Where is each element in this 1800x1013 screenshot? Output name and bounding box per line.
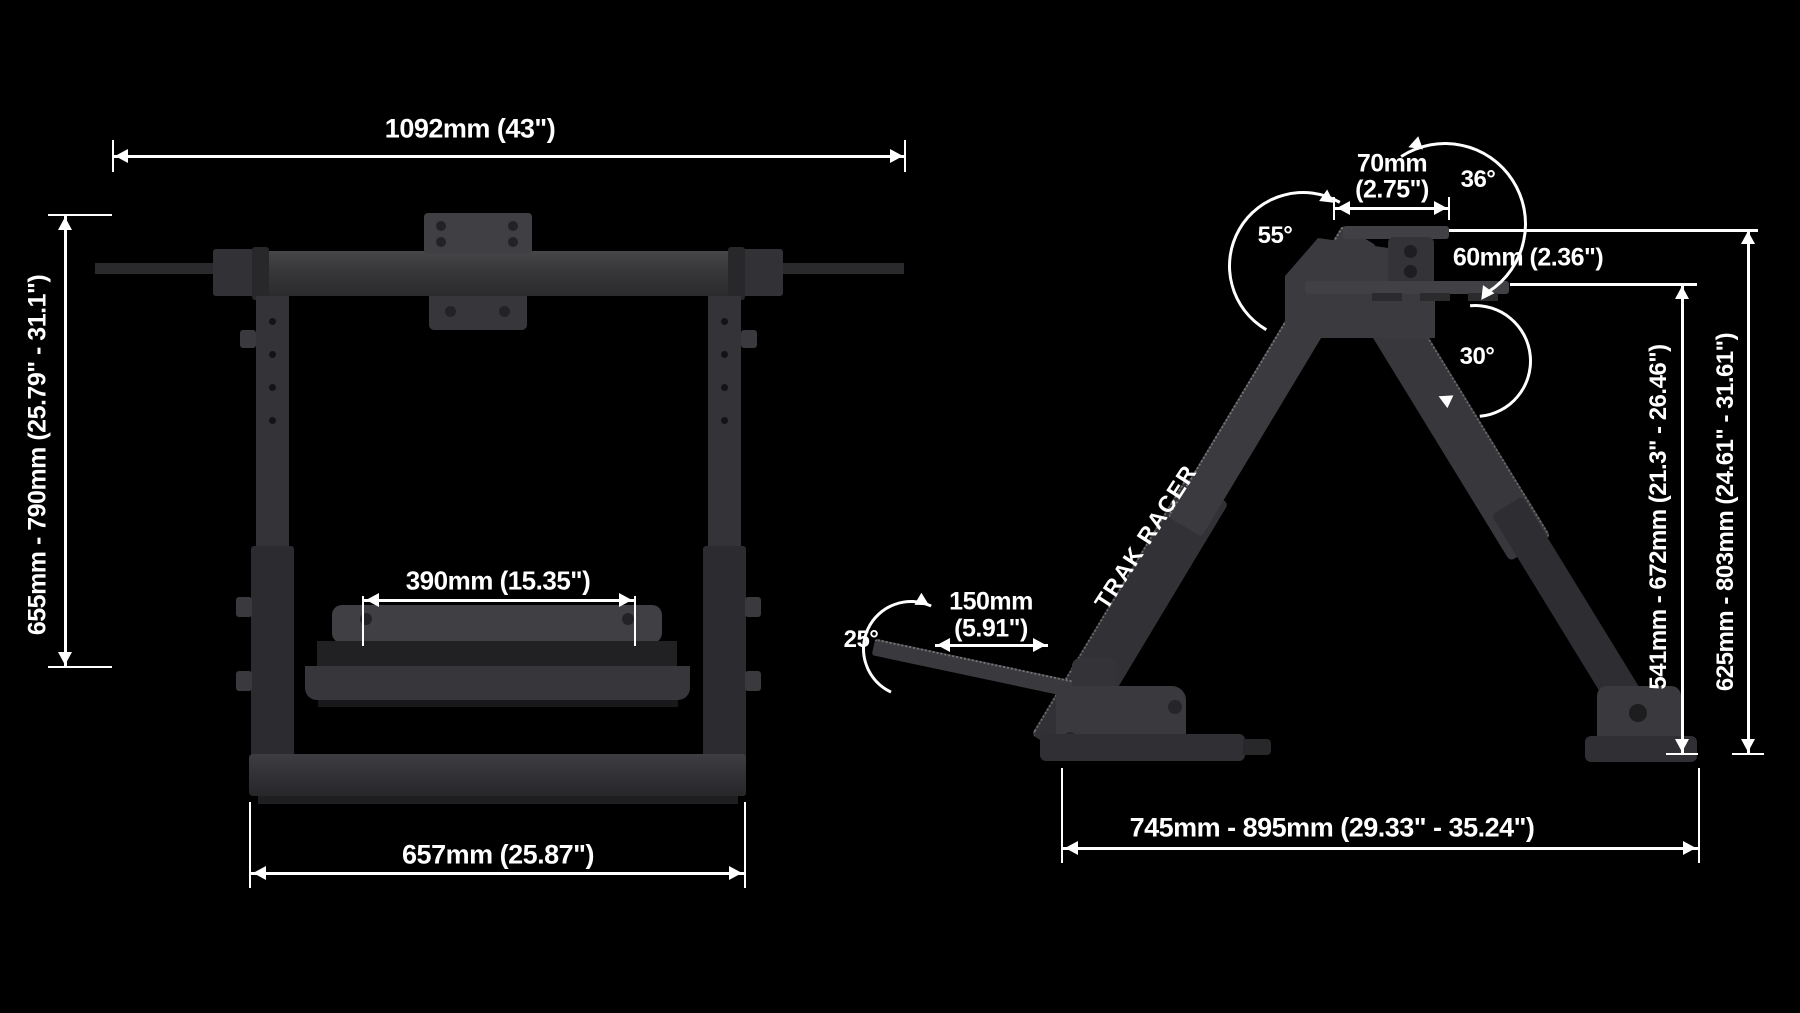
dim-arrowhead <box>58 652 72 665</box>
side-wheel-tilt-label: 36° <box>1460 166 1496 193</box>
front-base-witness-left <box>249 802 251 888</box>
side-top-depth-label-line1: 70mm <box>1356 149 1428 178</box>
front-height-dim-line <box>64 215 67 667</box>
front-knob-left-mid <box>236 597 252 617</box>
front-beam-cap-left <box>252 247 269 300</box>
dim-arrowhead <box>1434 201 1447 215</box>
side-deck-tab-2 <box>1420 293 1450 301</box>
front-bottom-beam-lip <box>258 796 738 804</box>
side-deck-height-tick-bottom <box>1666 753 1698 755</box>
front-height-label: 655mm - 790mm (25.79" - 31.1") <box>23 274 52 636</box>
side-top-plate <box>1343 226 1449 239</box>
side-deck-tab-3 <box>1468 293 1498 301</box>
front-width-dim-tick-left <box>112 140 114 172</box>
front-base-dim-line <box>250 872 745 875</box>
dim-arrowhead <box>1065 841 1078 855</box>
side-total-height-dim-line <box>1747 229 1750 754</box>
dim-arrowhead <box>1741 739 1755 752</box>
side-top-depth-tick-right <box>1448 197 1450 220</box>
front-beam-cap-right <box>728 247 745 300</box>
front-deck-mid <box>317 641 677 668</box>
side-top-depth-tick-left <box>1333 197 1335 220</box>
side-bracket-angle-label: 55° <box>1257 222 1293 249</box>
side-top-witness-line <box>1449 229 1758 232</box>
front-base-witness-right <box>744 802 746 888</box>
front-deck-dim-bar-right <box>634 596 636 646</box>
side-front-foot-extension <box>1243 739 1271 755</box>
side-base-dim-line <box>1062 847 1700 850</box>
side-top-riser <box>1388 237 1434 286</box>
front-knob-left-top <box>240 330 256 348</box>
front-width-dim-tick-right <box>904 140 906 172</box>
dim-arrowhead <box>366 593 379 607</box>
side-base-witness-left <box>1061 768 1063 863</box>
front-deck-dim-bar-left <box>362 596 364 646</box>
front-knob-right-top <box>741 330 757 348</box>
side-base-witness-right <box>1698 768 1700 863</box>
front-deck-base <box>305 666 690 700</box>
dim-arrowhead <box>1337 201 1350 215</box>
front-deck-top-plate <box>332 605 662 643</box>
side-deck-drop-label: 60mm (2.36") <box>1452 243 1604 272</box>
front-knob-right-mid <box>745 597 761 617</box>
front-width-dim-line <box>113 155 905 158</box>
dim-arrowhead <box>1741 231 1755 244</box>
dim-arrowhead <box>619 593 632 607</box>
front-width-label: 1092mm (43") <box>384 113 556 144</box>
side-deck-height-dim-line <box>1681 284 1684 754</box>
dim-arrowhead <box>1683 841 1696 855</box>
dim-arrowhead <box>729 866 742 880</box>
front-base-label: 657mm (25.87") <box>402 839 594 870</box>
dim-arrowhead <box>115 149 128 163</box>
front-leg-right-upper <box>708 296 741 558</box>
front-under-beam-plate <box>429 296 527 330</box>
dim-arrowhead <box>58 217 72 230</box>
front-wing-right <box>742 263 904 274</box>
side-total-height-label: 625mm - 803mm (24.61" - 31.61") <box>1712 332 1739 692</box>
side-pedal-ext-dim-line <box>935 644 1048 647</box>
side-deck-tab-1 <box>1372 293 1402 301</box>
front-wheel-mount-plate <box>424 213 532 254</box>
side-total-height-tick-bottom <box>1732 753 1764 755</box>
front-deck-shadow <box>318 700 678 707</box>
side-pedal-ext-label-line2: (5.91") <box>954 614 1028 643</box>
side-base-depth-label: 745mm - 895mm (29.33" - 35.24") <box>1129 812 1535 843</box>
dim-arrowhead <box>937 638 950 652</box>
dim-arrowhead <box>890 149 903 163</box>
dim-arrowhead <box>1675 286 1689 299</box>
front-height-dim-tick-bottom <box>48 666 112 668</box>
side-deck-tilt-label: 30° <box>1459 343 1495 370</box>
front-wing-bracket-left <box>213 249 257 296</box>
front-bottom-beam <box>249 754 746 796</box>
side-pedal-ext-label-line1: 150mm <box>949 587 1033 616</box>
side-top-depth-label-line2: (2.75") <box>1355 175 1429 204</box>
front-deck-label: 390mm (15.35") <box>405 565 591 596</box>
side-deck-plate <box>1305 281 1509 294</box>
front-leg-left-upper <box>256 296 289 558</box>
side-front-foot <box>1040 734 1245 761</box>
front-knob-left-low <box>236 671 252 691</box>
front-deck-dim-line <box>363 599 635 602</box>
side-pedal-tilt-label: 25° <box>843 626 879 653</box>
dim-arrowhead <box>1675 739 1689 752</box>
dim-arrowhead <box>253 866 266 880</box>
front-knob-right-low <box>745 671 761 691</box>
front-top-beam <box>252 251 745 296</box>
front-height-dim-tick-top <box>48 214 112 216</box>
front-wing-left <box>95 263 255 274</box>
side-deck-witness-line <box>1510 283 1697 286</box>
dim-arrowhead <box>1033 638 1046 652</box>
side-deck-height-label: 541mm - 672mm (21.3" - 26.46") <box>1645 344 1672 690</box>
side-top-depth-dim-line <box>1335 207 1449 210</box>
front-wing-bracket-right <box>739 249 783 296</box>
